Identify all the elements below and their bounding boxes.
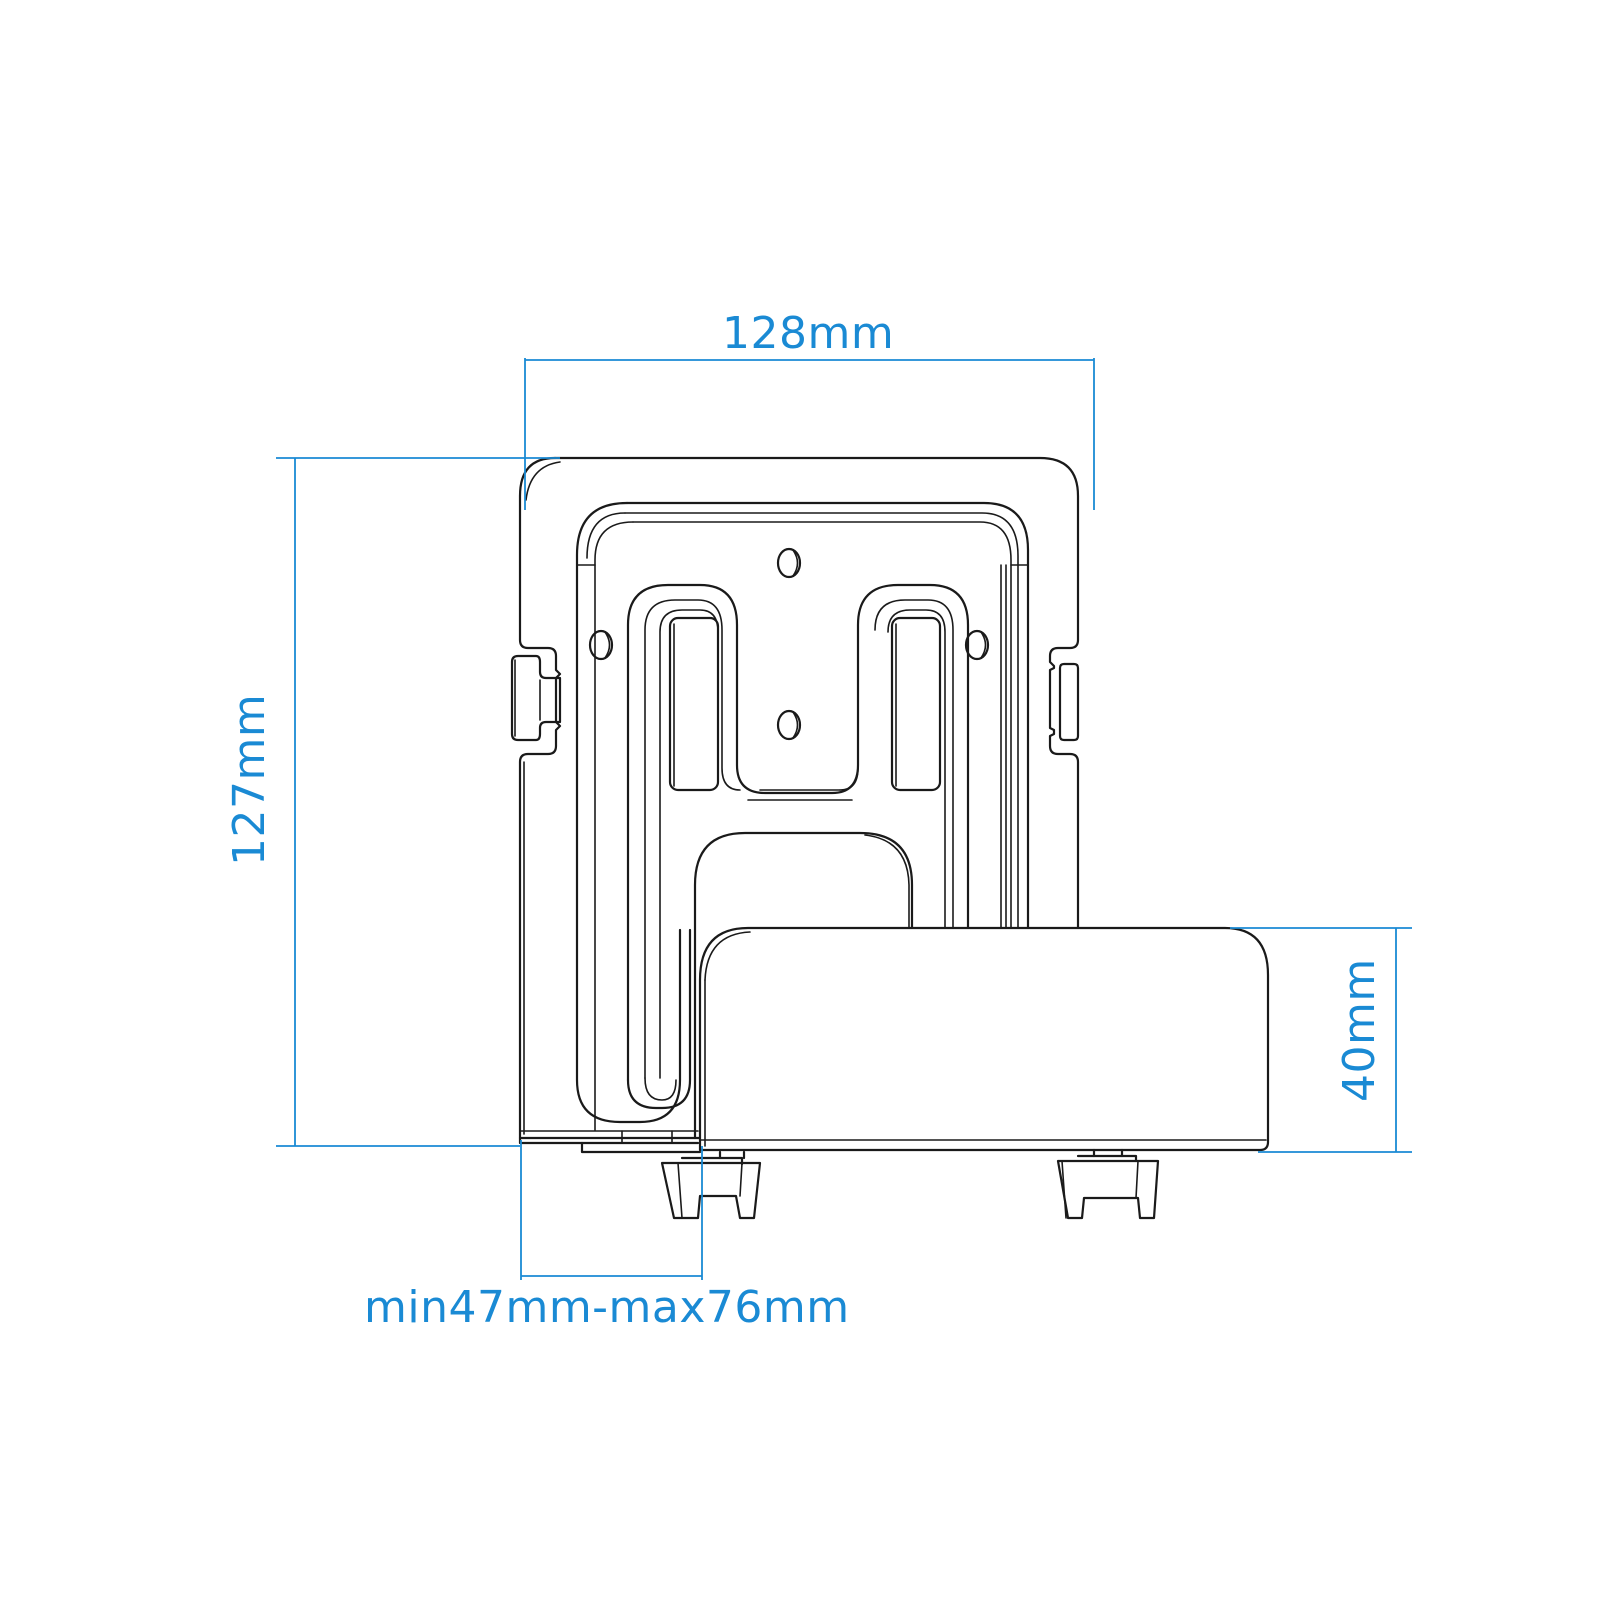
inner-arch — [693, 831, 914, 1140]
left-hole — [588, 629, 614, 661]
adjustable-shelf — [698, 926, 1270, 1152]
top-hole — [776, 547, 802, 579]
inner-panel — [575, 501, 1030, 1131]
keyhole-slots — [668, 616, 942, 792]
dimension-shelf-40 — [1230, 927, 1412, 1153]
dimension-depth-range — [520, 1140, 703, 1280]
back-plate — [510, 456, 1080, 1140]
right-foot — [1056, 1148, 1160, 1220]
right-hole — [964, 629, 990, 661]
left-side-clip — [510, 654, 562, 742]
bottom-lip — [518, 1130, 702, 1154]
left-slot — [668, 616, 720, 792]
dimension-height-127 — [276, 457, 560, 1147]
u-rib — [626, 583, 970, 1110]
left-foot — [660, 1150, 762, 1220]
right-slot — [890, 616, 942, 792]
mounting-holes — [588, 547, 990, 741]
dimension-width-128 — [524, 358, 1095, 510]
width-dimension-label: 128mm — [722, 308, 895, 359]
right-side-clip — [1058, 662, 1080, 742]
shelf-height-dimension-label: 40mm — [1334, 958, 1385, 1102]
middle-hole — [776, 709, 802, 741]
height-dimension-label: 127mm — [224, 693, 275, 866]
depth-range-dimension-label: min47mm-max76mm — [364, 1282, 850, 1333]
